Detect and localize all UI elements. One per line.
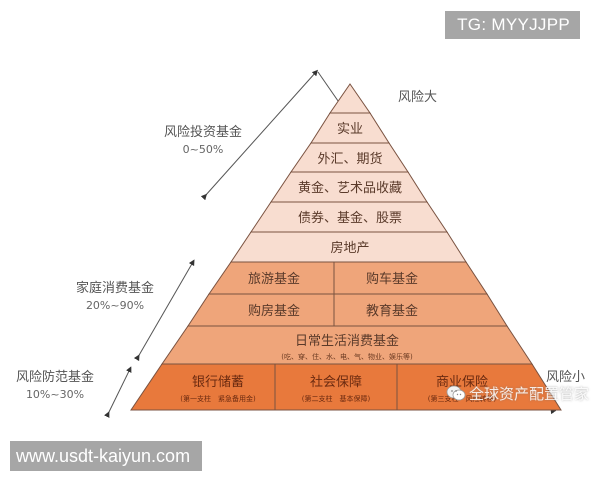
fund-range: 20%~90% — [85, 299, 145, 312]
layer-label-travel-fund: 旅游基金 — [248, 271, 300, 287]
fund-range: 10%~30% — [25, 388, 85, 401]
website-url-badge[interactable]: www.usdt-kaiyun.com — [10, 441, 203, 471]
layer-note-social-security: (第二支柱 基本保障) — [302, 394, 371, 403]
layer-label-gold-art: 黄金、艺术品收藏 — [298, 180, 402, 196]
fund-label-risk-prevention: 风险防范基金 10%~30% — [10, 369, 100, 403]
pyramid-layer-protection — [130, 363, 562, 411]
risk-axis-left-mid-arrow — [133, 259, 195, 362]
layer-note-daily-living: (吃、穿、住、水、电、气、物业、娱乐等) — [281, 352, 413, 361]
layer-label-industry: 实业 — [337, 122, 363, 137]
risk-axis-left-top-arrow — [200, 69, 319, 201]
layer-label-social-security: 社会保障 — [310, 374, 362, 390]
fund-name: 风险防范基金 — [15, 370, 94, 385]
layer-label-education-fund: 教育基金 — [366, 303, 418, 319]
layer-label-bank-savings: 银行储蓄 — [192, 375, 244, 390]
watermark-text: 全球资产配置管家 — [469, 385, 590, 403]
risk-axis-left-bottom-arrow — [103, 366, 132, 419]
watermark: 全球资产配置管家 — [446, 383, 589, 405]
layer-label-house-fund: 购房基金 — [248, 303, 300, 319]
pyramid-layer-funds-row2 — [187, 293, 508, 327]
layer-label-commercial-insurance: 商业保险 — [436, 375, 488, 390]
fund-name: 家庭消费基金 — [75, 281, 154, 296]
fund-label-household-consumption: 家庭消费基金 20%~90% — [70, 280, 160, 314]
risk-high-label: 风险大 — [398, 90, 438, 105]
layer-label-daily-living: 日常生活消费基金 — [295, 333, 399, 349]
layer-note-bank-savings: (第一支柱 紧急备用金) — [180, 394, 256, 403]
risk-low-label: 风险小 — [546, 370, 586, 385]
telegram-badge: TG: MYYJJPP — [445, 11, 580, 39]
layer-label-forex: 外汇、期货 — [317, 151, 382, 167]
wechat-icon — [446, 385, 466, 405]
fund-label-risk-investment: 风险投资基金 0~50% — [158, 124, 248, 158]
layer-label-real-estate: 房地产 — [330, 240, 369, 256]
fund-range: 0~50% — [182, 143, 224, 156]
fund-name: 风险投资基金 — [163, 125, 242, 140]
layer-label-car-fund: 购车基金 — [366, 271, 418, 287]
layer-label-securities: 债券、基金、股票 — [298, 210, 402, 226]
